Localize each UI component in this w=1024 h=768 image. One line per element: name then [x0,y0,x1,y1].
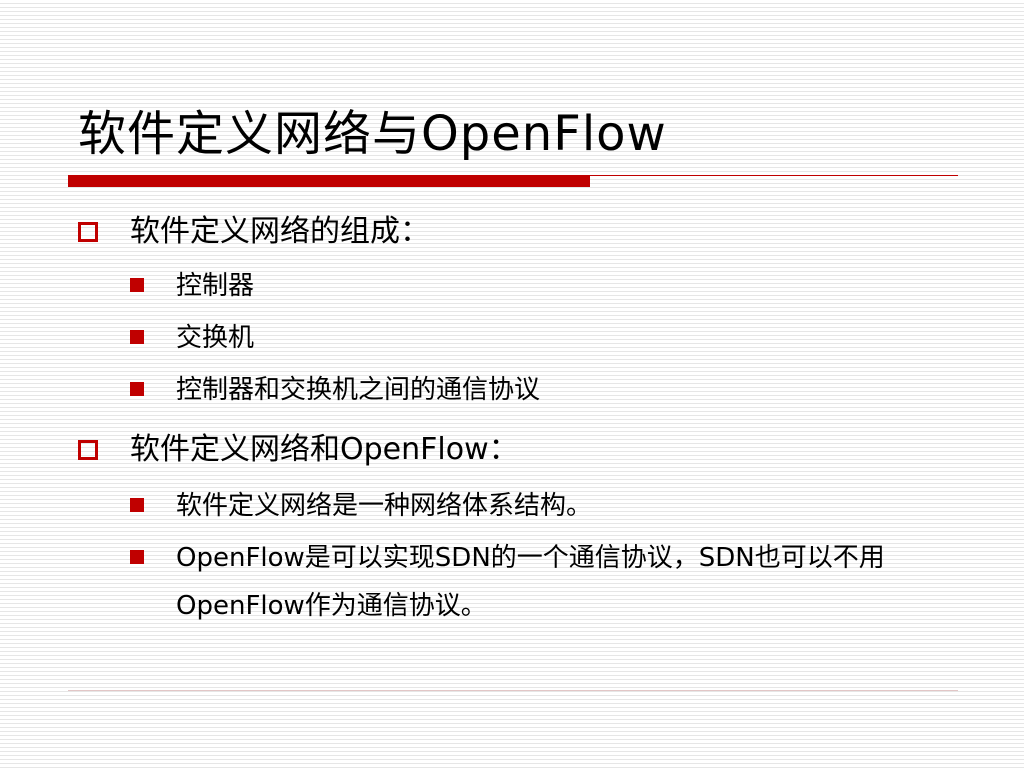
title-underline-thin [590,175,958,176]
list-item-text: 交换机 [176,323,255,353]
section-heading-text: 软件定义网络和OpenFlow： [130,432,519,467]
section-heading-openflow: 软件定义网络和OpenFlow： [78,430,519,470]
list-item-text: OpenFlow是可以实现SDN的一个通信协议，SDN也可以不用OpenFlow… [176,543,885,621]
list-item: 软件定义网络是一种网络体系结构。 [130,482,592,530]
solid-square-icon [130,498,144,512]
list-item-text: 软件定义网络是一种网络体系结构。 [176,491,593,521]
hollow-square-icon [78,222,98,242]
footer-divider [68,690,958,691]
solid-square-icon [130,278,144,292]
hollow-square-icon [78,440,98,460]
list-item: OpenFlow是可以实现SDN的一个通信协议，SDN也可以不用OpenFlow… [130,534,936,630]
solid-square-icon [130,550,144,564]
solid-square-icon [130,382,144,396]
list-item: 交换机 [130,314,254,362]
section-heading-text: 软件定义网络的组成： [130,214,430,249]
slide-title: 软件定义网络与OpenFlow [78,106,667,162]
list-item: 控制器和交换机之间的通信协议 [130,366,540,414]
solid-square-icon [130,330,144,344]
section-heading-composition: 软件定义网络的组成： [78,212,430,252]
title-underline-thick [68,175,590,187]
list-item-text: 控制器 [176,271,255,301]
list-item-text: 控制器和交换机之间的通信协议 [176,375,541,405]
list-item: 控制器 [130,262,254,310]
